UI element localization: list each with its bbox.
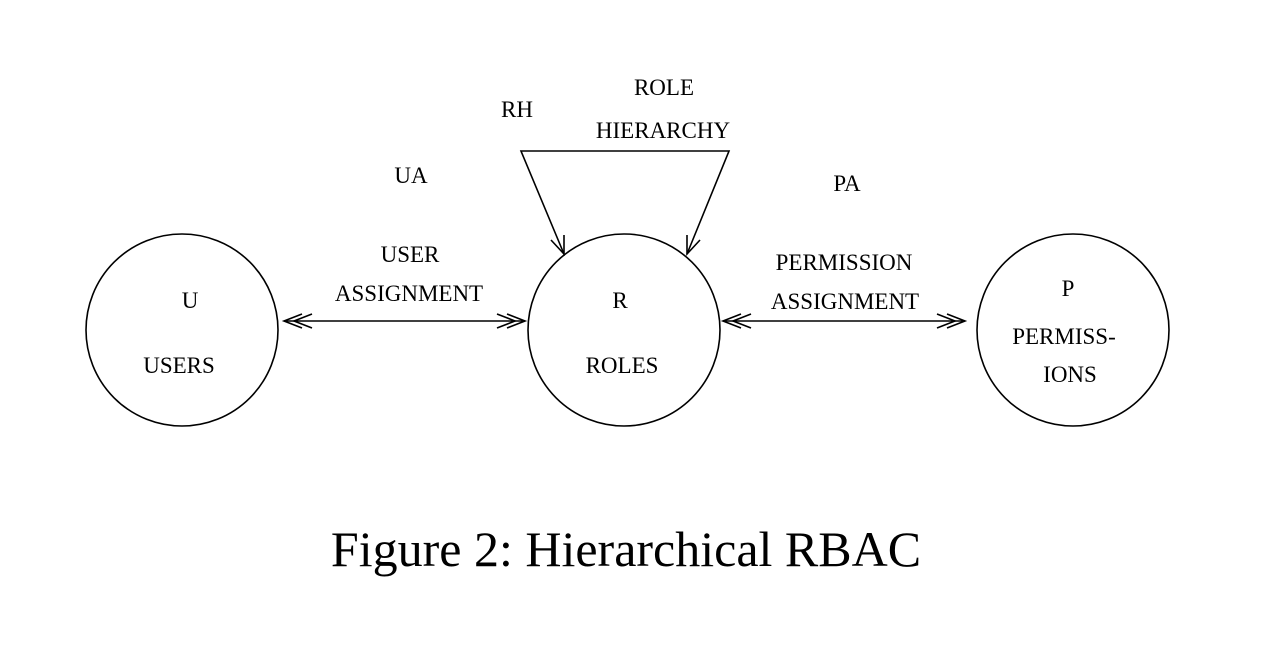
rh-label-line2: HIERARCHY (596, 118, 731, 143)
permissions-label-line1: PERMISS- (1012, 324, 1116, 349)
rh-arrowhead-right (686, 235, 701, 257)
ua-abbr: UA (394, 163, 428, 188)
pa-abbr: PA (833, 171, 861, 196)
permissions-node: P PERMISS- IONS (976, 233, 1170, 427)
figure-caption: Figure 2: Hierarchical RBAC (331, 521, 921, 577)
roles-node: R ROLES (527, 233, 721, 427)
permission-assignment-edge: PA PERMISSION ASSIGNMENT (720, 171, 968, 329)
ua-arrowhead-right-2 (496, 313, 518, 329)
pa-label-line2: ASSIGNMENT (771, 289, 919, 314)
rh-loop-line (519, 150, 731, 255)
user-assignment-edge: UA USER ASSIGNMENT (281, 163, 528, 329)
permissions-circle (976, 233, 1170, 427)
roles-circle (527, 233, 721, 427)
ua-arrowhead-left-2 (291, 313, 313, 329)
ua-label-line1: USER (381, 242, 440, 267)
users-symbol: U (182, 288, 199, 313)
rh-label-line1: ROLE (634, 75, 694, 100)
role-hierarchy-edge: RH ROLE HIERARCHY (501, 75, 731, 257)
rh-abbr: RH (501, 97, 533, 122)
roles-symbol: R (612, 288, 628, 313)
users-node: U USERS (85, 233, 279, 427)
users-circle (85, 233, 279, 427)
roles-label: ROLES (586, 353, 659, 378)
ua-label-line2: ASSIGNMENT (335, 281, 483, 306)
ua-arrowhead-right-1 (506, 313, 528, 329)
users-label: USERS (143, 353, 215, 378)
pa-arrowhead-right-1 (946, 313, 968, 329)
pa-arrowhead-right-2 (936, 313, 958, 329)
pa-arrowhead-left-1 (720, 313, 742, 329)
pa-arrowhead-left-2 (730, 313, 752, 329)
permissions-label-line2: IONS (1043, 362, 1097, 387)
pa-label-line1: PERMISSION (776, 250, 913, 275)
permissions-symbol: P (1062, 276, 1075, 301)
rh-arrowhead-left (550, 235, 565, 257)
ua-arrowhead-left-1 (281, 313, 303, 329)
